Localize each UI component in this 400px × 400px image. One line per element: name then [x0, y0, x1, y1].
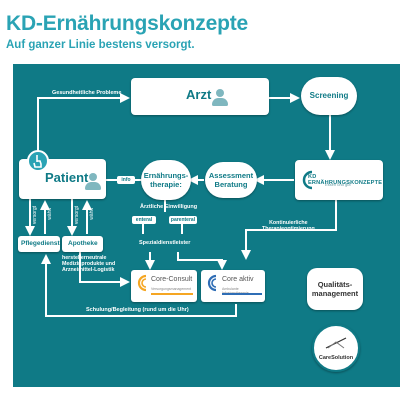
core-consult-accent	[151, 293, 193, 295]
arrow-to-core-aktiv	[177, 252, 227, 270]
core-aktiv-logo-icon	[207, 274, 217, 292]
versorgt-label-1: versorgt	[32, 206, 38, 225]
core-consult-label: Core-Consult	[151, 276, 193, 283]
therapieoptimierung-label: Kontinuierliche Therapieoptimierung	[262, 220, 315, 233]
core-consult-sub: Versorgungsmanagement	[151, 287, 192, 291]
assessment-label: Assessment Beratung	[208, 171, 254, 189]
core-aktiv-label: Core aktiv	[222, 276, 254, 283]
page-subtitle: Auf ganzer Linie bestens versorgt.	[6, 39, 195, 51]
qualitaetsmanagement-box[interactable]: Qualitäts- management	[307, 268, 363, 310]
core-aktiv-box[interactable]: Core aktiv Ambulante Infusionstherapie	[201, 270, 265, 302]
screening-label: Screening	[309, 91, 349, 101]
kd-tagline: Essen und gut	[325, 182, 351, 187]
core-aktiv-accent	[222, 293, 262, 295]
screening-node[interactable]: Screening	[301, 77, 357, 115]
arrow-apotheke-core	[79, 252, 130, 287]
pflegedienst-box[interactable]: Pflegedienst	[18, 236, 60, 252]
waehlt-label-2: wählt	[89, 208, 95, 220]
certificate-icon	[325, 337, 347, 349]
spezialdienstleister-label: Spezialdienstleister	[139, 240, 191, 246]
arrow-patient-arzt	[37, 93, 130, 158]
parenteral-chip[interactable]: parenteral	[169, 216, 197, 224]
apotheke-box[interactable]: Apotheke	[62, 236, 103, 252]
gesundheitliche-probleme-label: Gesundheitliche Probleme	[52, 90, 122, 96]
page-title: KD-Ernährungskonzepte	[6, 12, 248, 35]
pflegedienst-label: Pflegedienst	[21, 240, 60, 247]
core-consult-box[interactable]: Core-Consult Versorgungsmanagement	[131, 270, 197, 302]
qualitaetsmanagement-label: Qualitäts- management	[311, 280, 359, 298]
waehlt-label-1: wählt	[47, 208, 53, 220]
arzt-label: Arzt	[186, 87, 212, 102]
herstellerneutrale-label: herstellerneutrale Medizinprodukte und A…	[62, 255, 116, 274]
ernaehrungstherapie-label: Ernährungs- therapie:	[143, 171, 189, 189]
apotheke-label: Apotheke	[68, 240, 98, 247]
assessment-node[interactable]: Assessment Beratung	[205, 162, 257, 198]
arrow-optimierung	[241, 198, 337, 260]
doctor-icon	[212, 89, 228, 106]
aerztliche-einwilligung-label: Ärztliche Einwilligung	[140, 204, 198, 210]
patient-label: Patient	[45, 170, 89, 185]
info-tag: info	[117, 176, 135, 184]
versorgt-label-2: versorgt	[74, 206, 80, 225]
arzt-box[interactable]: Arzt	[131, 78, 269, 115]
pointing-hand-icon	[27, 150, 49, 172]
caresolution-label: CareSolution	[318, 355, 354, 361]
kd-logo-box[interactable]: KD ERNÄHRUNGSKONZEPTE Essen und gut	[295, 160, 383, 200]
core-consult-logo-icon	[137, 274, 147, 292]
schulung-label: Schulung/Begleitung (rund um die Uhr)	[86, 307, 189, 313]
person-icon	[85, 173, 101, 190]
kd-logo-text: KD ERNÄHRUNGSKONZEPTE	[308, 174, 383, 186]
enteral-chip[interactable]: enteral	[132, 216, 156, 224]
arrow-schulung	[41, 254, 237, 317]
caresolution-seal[interactable]: CareSolution	[312, 324, 360, 372]
kd-logo-icon	[302, 170, 313, 190]
ernaehrungstherapie-node[interactable]: Ernährungs- therapie:	[141, 160, 191, 200]
